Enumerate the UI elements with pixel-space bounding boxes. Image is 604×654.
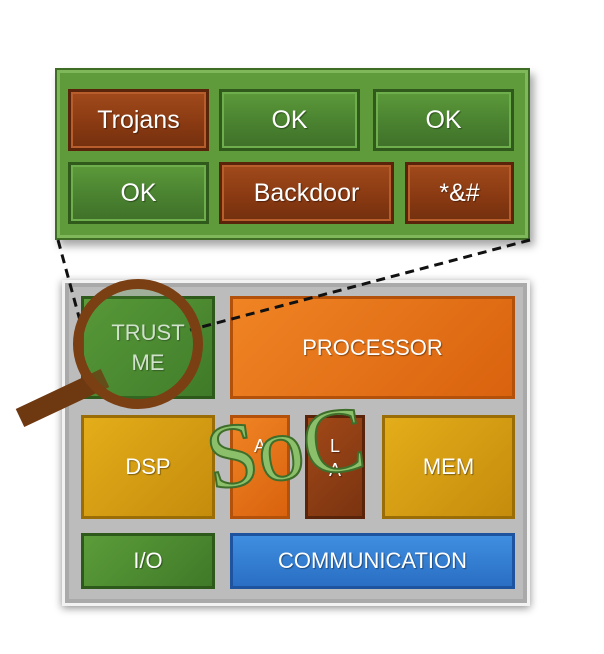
asic-block-1: A <box>230 415 290 519</box>
tile-label: Trojans <box>97 105 180 134</box>
tile-ok-2: OK <box>373 89 514 151</box>
soc-text: SoC <box>200 386 371 509</box>
io-label: I/O <box>133 548 163 573</box>
processor-label: PROCESSOR <box>302 334 443 360</box>
tile-symbols: *&# <box>405 162 514 224</box>
asic-label-1: A <box>253 436 266 456</box>
tile-backdoor: Backdoor <box>219 162 394 224</box>
dsp-label: DSP <box>125 454 171 479</box>
soc-logo: SoC <box>199 385 372 510</box>
tile-label: OK <box>120 178 157 207</box>
communication-block: COMMUNICATION <box>230 533 515 589</box>
tile-ok-1: OK <box>219 89 360 151</box>
trust-me-label: TRUST ME <box>111 318 184 378</box>
asic-label-2: A <box>328 460 341 480</box>
processor-block: PROCESSOR <box>230 296 515 399</box>
tile-label: OK <box>271 105 308 134</box>
soc-board: TRUST ME PROCESSOR DSP A L A MEM I/O COM… <box>62 280 530 606</box>
mem-block: MEM <box>382 415 515 519</box>
tile-label: Backdoor <box>253 178 360 207</box>
zoomed-inspection-panel: Trojans OK OK OK Backdoor *&# <box>55 68 530 240</box>
dsp-block: DSP <box>81 415 215 519</box>
tile-trojans: Trojans <box>68 89 209 151</box>
asic-label-2-top: L <box>329 436 340 456</box>
zoom-line-right <box>189 238 531 332</box>
tile-label: *&# <box>439 178 480 207</box>
mem-label: MEM <box>422 454 475 479</box>
magnifying-glass-icon <box>73 279 203 409</box>
tile-ok-3: OK <box>68 162 209 224</box>
tile-label: OK <box>425 105 462 134</box>
communication-label: COMMUNICATION <box>277 548 468 573</box>
io-block: I/O <box>81 533 215 589</box>
zoom-line-left <box>56 239 84 329</box>
asic-block-2: L A <box>305 415 365 519</box>
